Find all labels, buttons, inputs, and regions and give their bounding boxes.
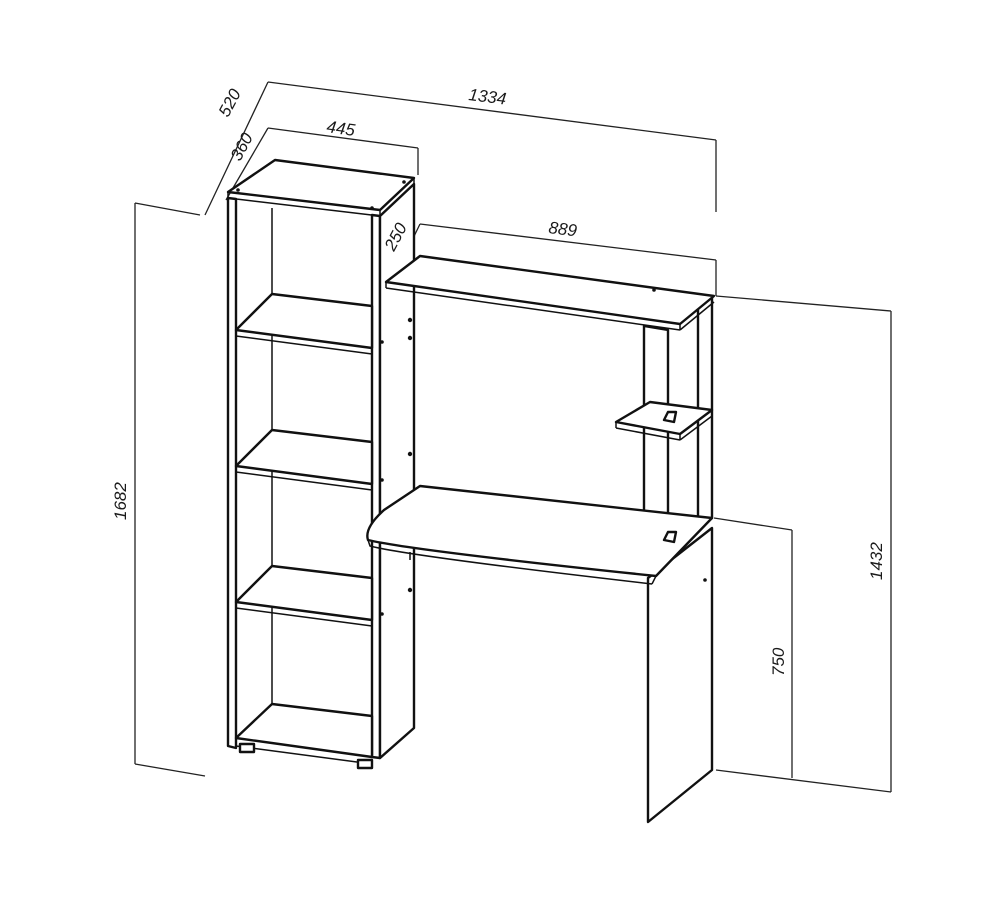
desk-top [366, 484, 714, 578]
dim-desk-height: 750 [769, 647, 788, 676]
bookcase-foot-right [356, 758, 374, 770]
dim-rack-width: 445 [325, 117, 356, 140]
bookcase-shelf-3 [234, 564, 374, 622]
desk-bracket-icon [662, 530, 678, 544]
bookcase-top [226, 158, 416, 212]
bookcase-shelf-1 [234, 292, 374, 350]
bookcase-outer-side [378, 182, 416, 760]
dim-desk-width: 889 [548, 218, 579, 240]
desk-top-shelf [384, 254, 716, 326]
dim-overall-height: 1682 [111, 482, 130, 520]
bookcase-left-side [226, 196, 238, 750]
dim-superstructure-height: 1432 [867, 542, 886, 580]
shelf-bracket-icon [662, 410, 678, 424]
bookcase [226, 158, 416, 770]
dim-overall-width: 1334 [468, 85, 508, 108]
bookcase-foot-left [238, 742, 256, 754]
bookcase-shelf-2 [234, 428, 374, 486]
bookcase-bottom [234, 702, 374, 759]
desk-leg-panel [646, 526, 714, 824]
dim-depth-total: 520 [215, 85, 245, 119]
dimension-lines [134, 81, 892, 793]
desk [366, 254, 716, 824]
